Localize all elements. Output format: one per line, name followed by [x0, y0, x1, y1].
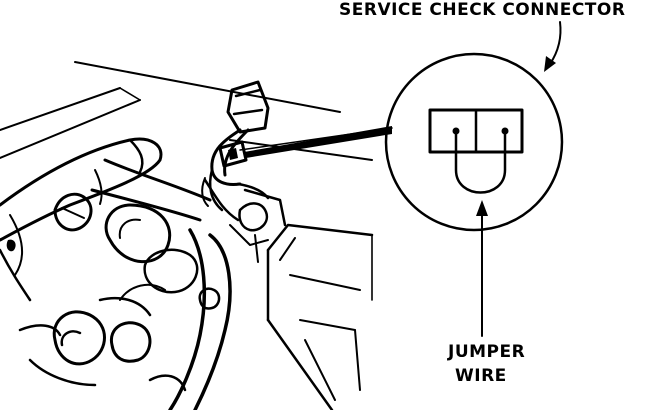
engine-bay-illustration — [0, 61, 374, 410]
connector-housing — [428, 108, 524, 154]
service-check-connector-label: SERVICE CHECK CONNECTOR — [339, 0, 625, 20]
jumper-wire-arrow — [476, 200, 488, 337]
jumper-wire — [454, 129, 507, 194]
magnifier-leader — [239, 126, 393, 158]
jumper-label: JUMPER — [447, 342, 525, 362]
connector-in-vehicle — [201, 80, 270, 212]
wire-label: WIRE — [455, 366, 507, 386]
service-check-connector-arrow — [544, 21, 562, 72]
magnified-connector-view — [384, 52, 564, 232]
